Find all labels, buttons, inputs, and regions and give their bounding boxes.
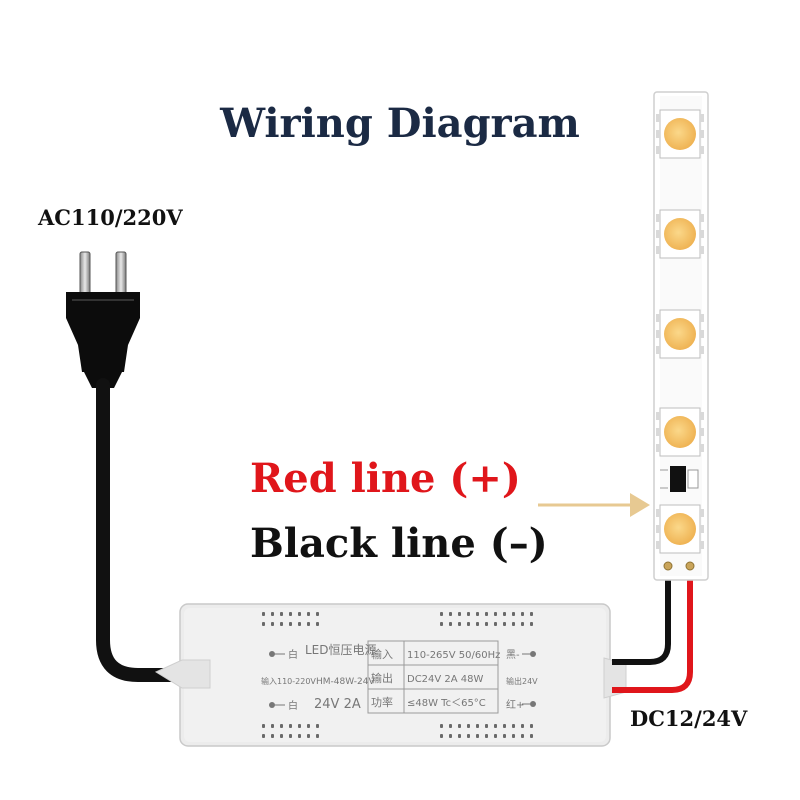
ps-name: LED恒压电源 (305, 643, 377, 657)
spec-row-input: 输入 110-265V 50/60Hz (371, 647, 500, 661)
ps-rating: 24V 2A (314, 697, 361, 712)
power-plug-icon (66, 251, 140, 388)
black-line-label: Black line (–) (250, 520, 548, 567)
black-output-wire (612, 565, 671, 665)
led-strip (653, 91, 709, 581)
led-chip-icon (656, 309, 704, 359)
led-chip-icon (656, 407, 704, 457)
red-line-label: Red line (+) (250, 455, 521, 502)
ps-output-text: 输出24V (506, 676, 538, 686)
svg-text:白: 白 (288, 699, 298, 712)
svg-text:DC24V 2A 48W: DC24V 2A 48W (407, 674, 484, 685)
ps-right-bottom-terminal: 红+ (506, 698, 536, 711)
svg-text:110-265V 50/60Hz: 110-265V 50/60Hz (407, 650, 500, 661)
led-power-supply (154, 603, 627, 747)
spec-row-power: 功率 ≤48W Tc＜65°C (371, 695, 486, 709)
svg-text:≤48W Tc＜65°C: ≤48W Tc＜65°C (407, 698, 486, 709)
svg-text:黑-: 黑- (506, 649, 520, 661)
spec-row-output: 输出 DC24V 2A 48W (371, 671, 484, 685)
svg-text:白: 白 (288, 648, 298, 661)
svg-text:红+: 红+ (506, 698, 524, 711)
ps-left-bottom-terminal: 白 (269, 699, 298, 712)
ps-input-text: 输入110-220V (261, 676, 316, 686)
ps-left-top-terminal: 白 (269, 648, 298, 661)
led-chip-icon (656, 209, 704, 259)
svg-text:功率: 功率 (371, 695, 393, 709)
svg-text:输入: 输入 (371, 647, 393, 661)
diagram-title: Wiring Diagram (220, 100, 580, 147)
ps-model: HM-48W-24V (316, 677, 375, 687)
resistor-icon (670, 466, 686, 492)
led-chip-icon (656, 504, 704, 554)
svg-text:输出: 输出 (371, 671, 393, 685)
ac-input-cable (96, 378, 185, 682)
dc-output-label: DC12/24V (630, 706, 748, 731)
ps-right-top-terminal: 黑- (506, 649, 536, 661)
ac-input-label: AC110/220V (38, 205, 183, 230)
led-chip-icon (656, 109, 704, 159)
arrow-right-icon (538, 493, 650, 517)
red-output-wire (612, 565, 693, 693)
